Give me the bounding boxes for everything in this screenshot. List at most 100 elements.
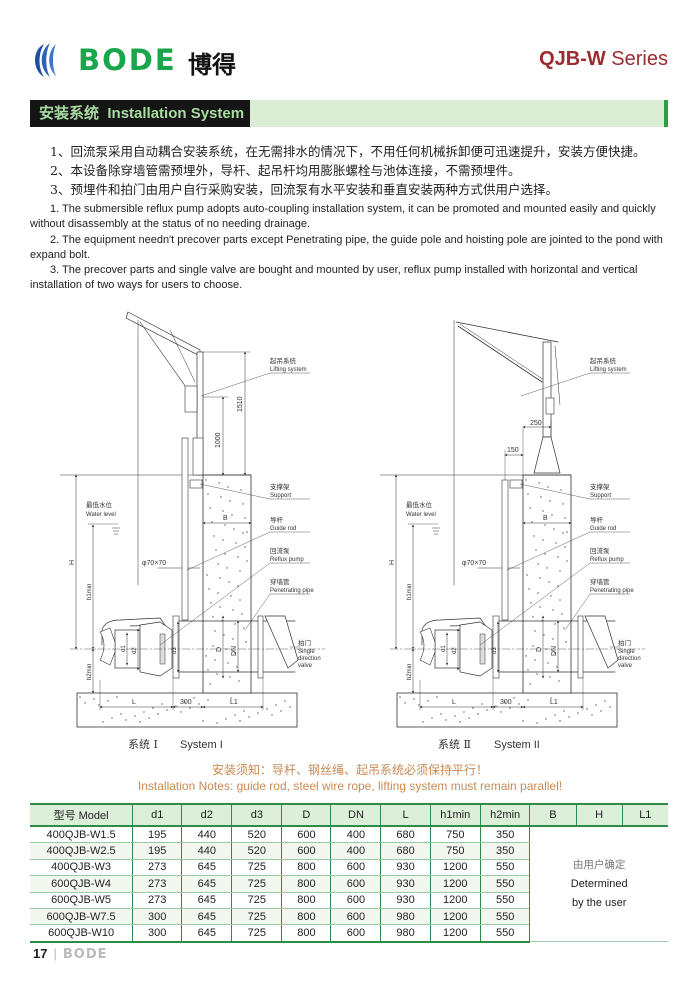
diagram-label: 最低水位 <box>406 500 433 509</box>
dimension-label: h1min <box>87 584 93 600</box>
table-cell: 400QJB-W1.5 <box>30 826 134 844</box>
diagram-label: Single <box>618 649 635 655</box>
diagram-caption-cn: 系统 Ⅰ <box>128 738 158 751</box>
diagram-label: 拍门 <box>298 638 311 647</box>
dimension-label: d1 <box>121 645 127 652</box>
column-header: 型号 Model <box>30 803 134 827</box>
table-cell: 400QJB-W3 <box>30 859 134 877</box>
table-cell: 600 <box>330 875 382 893</box>
section-title-en: Installation System <box>107 105 245 122</box>
intro-cn: 1、回流泵采用自动耦合安装系统，在无需排水的情况下，不用任何机械拆卸便可迅速提升… <box>50 142 645 199</box>
table-cell: 1200 <box>429 924 481 943</box>
dimension-label: D <box>536 647 543 652</box>
diagram-label: 支撑架 <box>590 482 610 491</box>
table-cell: 600 <box>281 842 332 860</box>
notes-en: Installation Notes: guide rod, steel wir… <box>137 779 563 793</box>
table-cell: 750 <box>429 826 481 844</box>
diagram-label: direction <box>298 656 321 662</box>
table-cell: 600 <box>330 892 382 909</box>
diagram-label: Water level <box>86 512 116 518</box>
dimension-label: φ70×70 <box>142 560 166 567</box>
notes-cn: 安装须知：导杆、钢丝绳、起吊系统必须保持平行！ <box>211 763 488 777</box>
section-title-cn: 安装系统 <box>39 105 100 122</box>
support-bracket <box>189 479 203 489</box>
diagram-label: Penetrating pipe <box>270 588 314 594</box>
intro-en-paragraph: 3. The precover parts and single valve a… <box>30 264 638 292</box>
diagram-label: Support <box>590 493 611 499</box>
diagram-label: Lifting system <box>590 367 627 373</box>
diagram-label: 回流泵 <box>590 546 610 555</box>
diagram-label: 起吊系统 <box>590 356 617 365</box>
table-cell: 195 <box>132 842 183 860</box>
dimension-label: L <box>452 699 456 706</box>
concrete-texture <box>399 479 611 724</box>
diagram-label: Guide rod <box>590 526 616 532</box>
flap-valve <box>584 615 619 669</box>
table-cell: 600 <box>281 826 332 844</box>
table-cell: 400 <box>330 842 382 860</box>
table-cell: 1200 <box>429 875 481 893</box>
dimension-label: 300 <box>180 699 192 706</box>
table-cell: 930 <box>380 875 431 893</box>
merged-en: by the user <box>571 896 627 909</box>
diagram-label: 起吊系统 <box>270 356 297 365</box>
table-cell: 600QJB-W10 <box>30 924 134 943</box>
table-cell: 195 <box>132 826 183 844</box>
dimension-label: H <box>389 560 396 565</box>
table-cell: 273 <box>132 875 183 893</box>
column-header: d3 <box>231 803 283 827</box>
diagram-label: 穿墙管 <box>590 577 610 586</box>
diagram-label: 回流泵 <box>270 546 290 555</box>
table-cell: 980 <box>380 908 431 926</box>
diagram-label: valve <box>618 663 633 669</box>
table-cell: 680 <box>380 842 431 860</box>
diagram-label: Support <box>270 493 291 499</box>
table-cell: 980 <box>380 924 431 943</box>
column-header: h2min <box>479 803 531 827</box>
flap-valve <box>264 615 299 669</box>
diagram-label: direction <box>618 656 641 662</box>
diagram-label: Single <box>298 649 315 655</box>
table-cell: 520 <box>231 826 283 844</box>
dimension-label: D <box>216 647 223 652</box>
water-level-icon <box>431 527 441 535</box>
dimension-label: d3 <box>492 647 498 654</box>
table-cell: 350 <box>479 842 531 860</box>
diagram-caption-en: System II <box>494 739 540 751</box>
intro-cn-line: 2、本设备除穿墙管需预埋外，导杆、起吊杆均用膨胀螺栓与池体连接，不需预埋件。 <box>50 163 521 178</box>
table-cell: 300 <box>132 908 183 926</box>
dimension-label: d3 <box>172 647 178 654</box>
table-cell: 750 <box>429 842 481 860</box>
diagram-label: 导杆 <box>270 515 284 524</box>
diagram-label: Reflux pump <box>590 557 624 563</box>
dimension-label: d1 <box>441 645 447 652</box>
lifting-crane <box>125 311 204 476</box>
footer-brand: BODE <box>62 947 108 962</box>
table-cell: 550 <box>479 924 531 943</box>
page-number: 17 <box>33 946 48 961</box>
column-header: L1 <box>621 803 668 827</box>
column-header: d2 <box>181 803 233 827</box>
reflux-pump <box>419 617 493 677</box>
column-header: H <box>575 803 623 827</box>
diagram-label: 拍门 <box>618 638 631 647</box>
dimension-label: B <box>543 515 548 522</box>
table-cell: 600 <box>330 924 382 943</box>
diagram-label: Penetrating pipe <box>590 588 634 594</box>
table-cell: 1200 <box>429 859 481 877</box>
foundation-slab <box>396 692 618 728</box>
series-suffix: Series <box>605 48 668 70</box>
guide-rod <box>181 437 189 621</box>
table-cell: 600 <box>330 859 382 877</box>
diagram-label: Reflux pump <box>270 557 304 563</box>
table-cell: 350 <box>479 826 531 844</box>
dimension-label: h1min <box>407 584 413 600</box>
dimension-label: L1 <box>550 699 558 706</box>
table-cell: 800 <box>281 875 332 893</box>
table-cell: 800 <box>281 908 332 926</box>
diagram-label: Lifting system <box>270 367 307 373</box>
